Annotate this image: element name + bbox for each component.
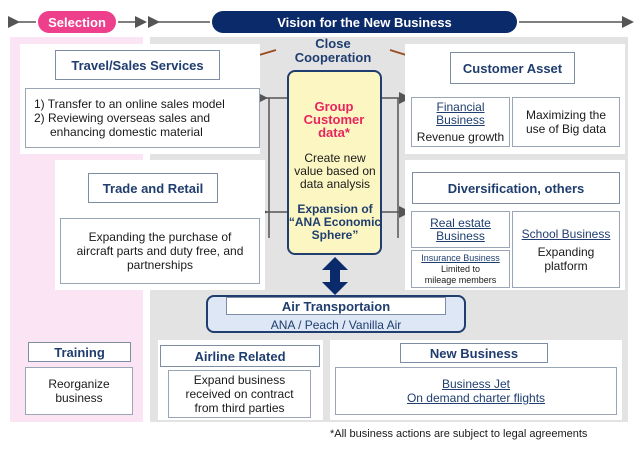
- air-transport-airlines: ANA / Peach / Vanilla Air: [270, 317, 402, 332]
- expansion-text: Expansion of “ANA Economic Sphere”: [288, 202, 382, 242]
- business-jet-link[interactable]: Business Jet: [441, 377, 511, 391]
- travel-title: Travel/Sales Services: [55, 50, 220, 80]
- group-customer-data: Group Customer data*: [303, 99, 365, 140]
- selection-header: Selection: [38, 11, 116, 33]
- big-data-box: Maximizing the use of Big data: [512, 97, 620, 147]
- airline-related-desc: Expand business received on contract fro…: [168, 370, 311, 418]
- trade-details: Expanding the purchase of aircraft parts…: [60, 218, 260, 284]
- school-business-sub: Expanding platform: [537, 244, 595, 273]
- insurance-sub-2: mileage members: [424, 274, 497, 285]
- customer-asset-title: Customer Asset: [450, 52, 575, 84]
- double-arrow: [322, 257, 348, 295]
- real-estate-link[interactable]: Real estate Business: [430, 215, 491, 243]
- new-business-desc: Business Jet On demand charter flights: [335, 367, 617, 415]
- school-business-link[interactable]: School Business: [521, 226, 611, 241]
- vision-header: Vision for the New Business: [212, 11, 517, 33]
- airline-related-title: Airline Related: [160, 345, 320, 367]
- footnote: *All business actions are subject to leg…: [330, 428, 588, 440]
- travel-item-1: 1) Transfer to an online sales model: [34, 97, 225, 111]
- close-cooperation-label: Close Cooperation: [294, 36, 372, 65]
- diversification-title: Diversification, others: [412, 172, 620, 204]
- center-column: [287, 70, 382, 255]
- real-estate-box: Real estate Business: [411, 211, 510, 248]
- revenue-growth: Revenue growth: [416, 129, 505, 144]
- training-desc-text: Reorganize business: [48, 377, 110, 405]
- create-value-text: Create new value based on data analysis: [294, 151, 376, 191]
- financial-business-box: Financial Business Revenue growth: [411, 97, 510, 147]
- school-business-box: School Business Expanding platform: [512, 211, 620, 288]
- financial-business-link[interactable]: Financial Business: [436, 99, 485, 127]
- air-transport-title: Air Transportaion: [226, 297, 446, 315]
- training-title: Training: [28, 342, 131, 362]
- travel-item-2: 2) Reviewing overseas sales and: [34, 111, 211, 125]
- insurance-box: Insurance Business Limited to mileage me…: [411, 250, 510, 288]
- new-business-title: New Business: [400, 343, 548, 363]
- insurance-link[interactable]: Insurance Business: [421, 252, 500, 263]
- insurance-sub-1: Limited to: [440, 263, 481, 274]
- travel-item-2b: enhancing domestic material: [50, 125, 203, 139]
- charter-flights-link[interactable]: On demand charter flights: [406, 391, 546, 405]
- training-desc: Reorganize business: [25, 367, 133, 415]
- travel-details: 1) Transfer to an online sales model 2) …: [25, 88, 260, 148]
- trade-title: Trade and Retail: [88, 173, 218, 203]
